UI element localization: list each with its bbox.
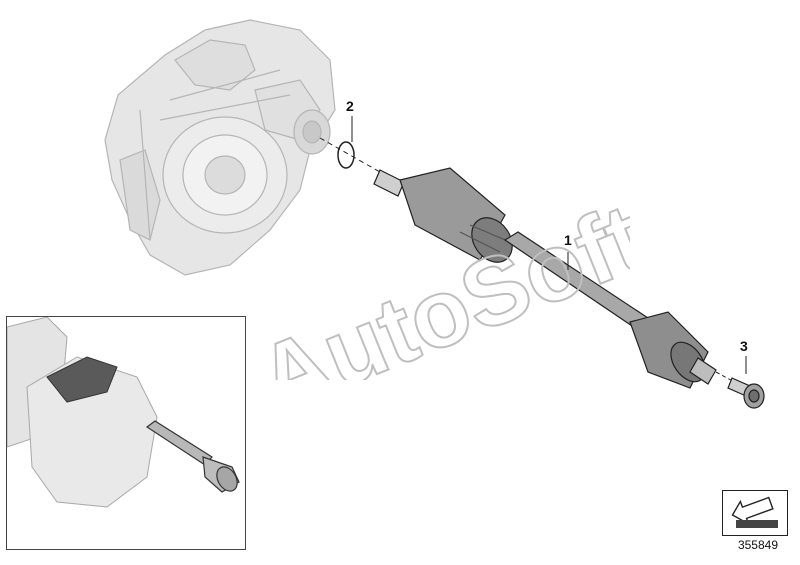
inset-detail-view: [6, 316, 246, 550]
callout-part-3[interactable]: 3: [740, 338, 748, 354]
watermark-logo: AutoSoft: [242, 182, 630, 380]
transmission-housing: [104, 19, 336, 276]
callout-part-1[interactable]: 1: [564, 232, 572, 248]
circlip: [337, 116, 355, 169]
leader-line: [319, 137, 381, 173]
nav-box[interactable]: [722, 490, 788, 536]
reference-number: 355849: [737, 538, 778, 552]
collar-bolt: [727, 356, 765, 409]
inset-canvas: [7, 317, 240, 508]
arrow-down-left-icon: [731, 496, 778, 528]
callout-part-2[interactable]: 2: [346, 98, 354, 114]
watermark-text: AutoSoft: [243, 183, 630, 380]
drive-shaft: [373, 167, 717, 389]
